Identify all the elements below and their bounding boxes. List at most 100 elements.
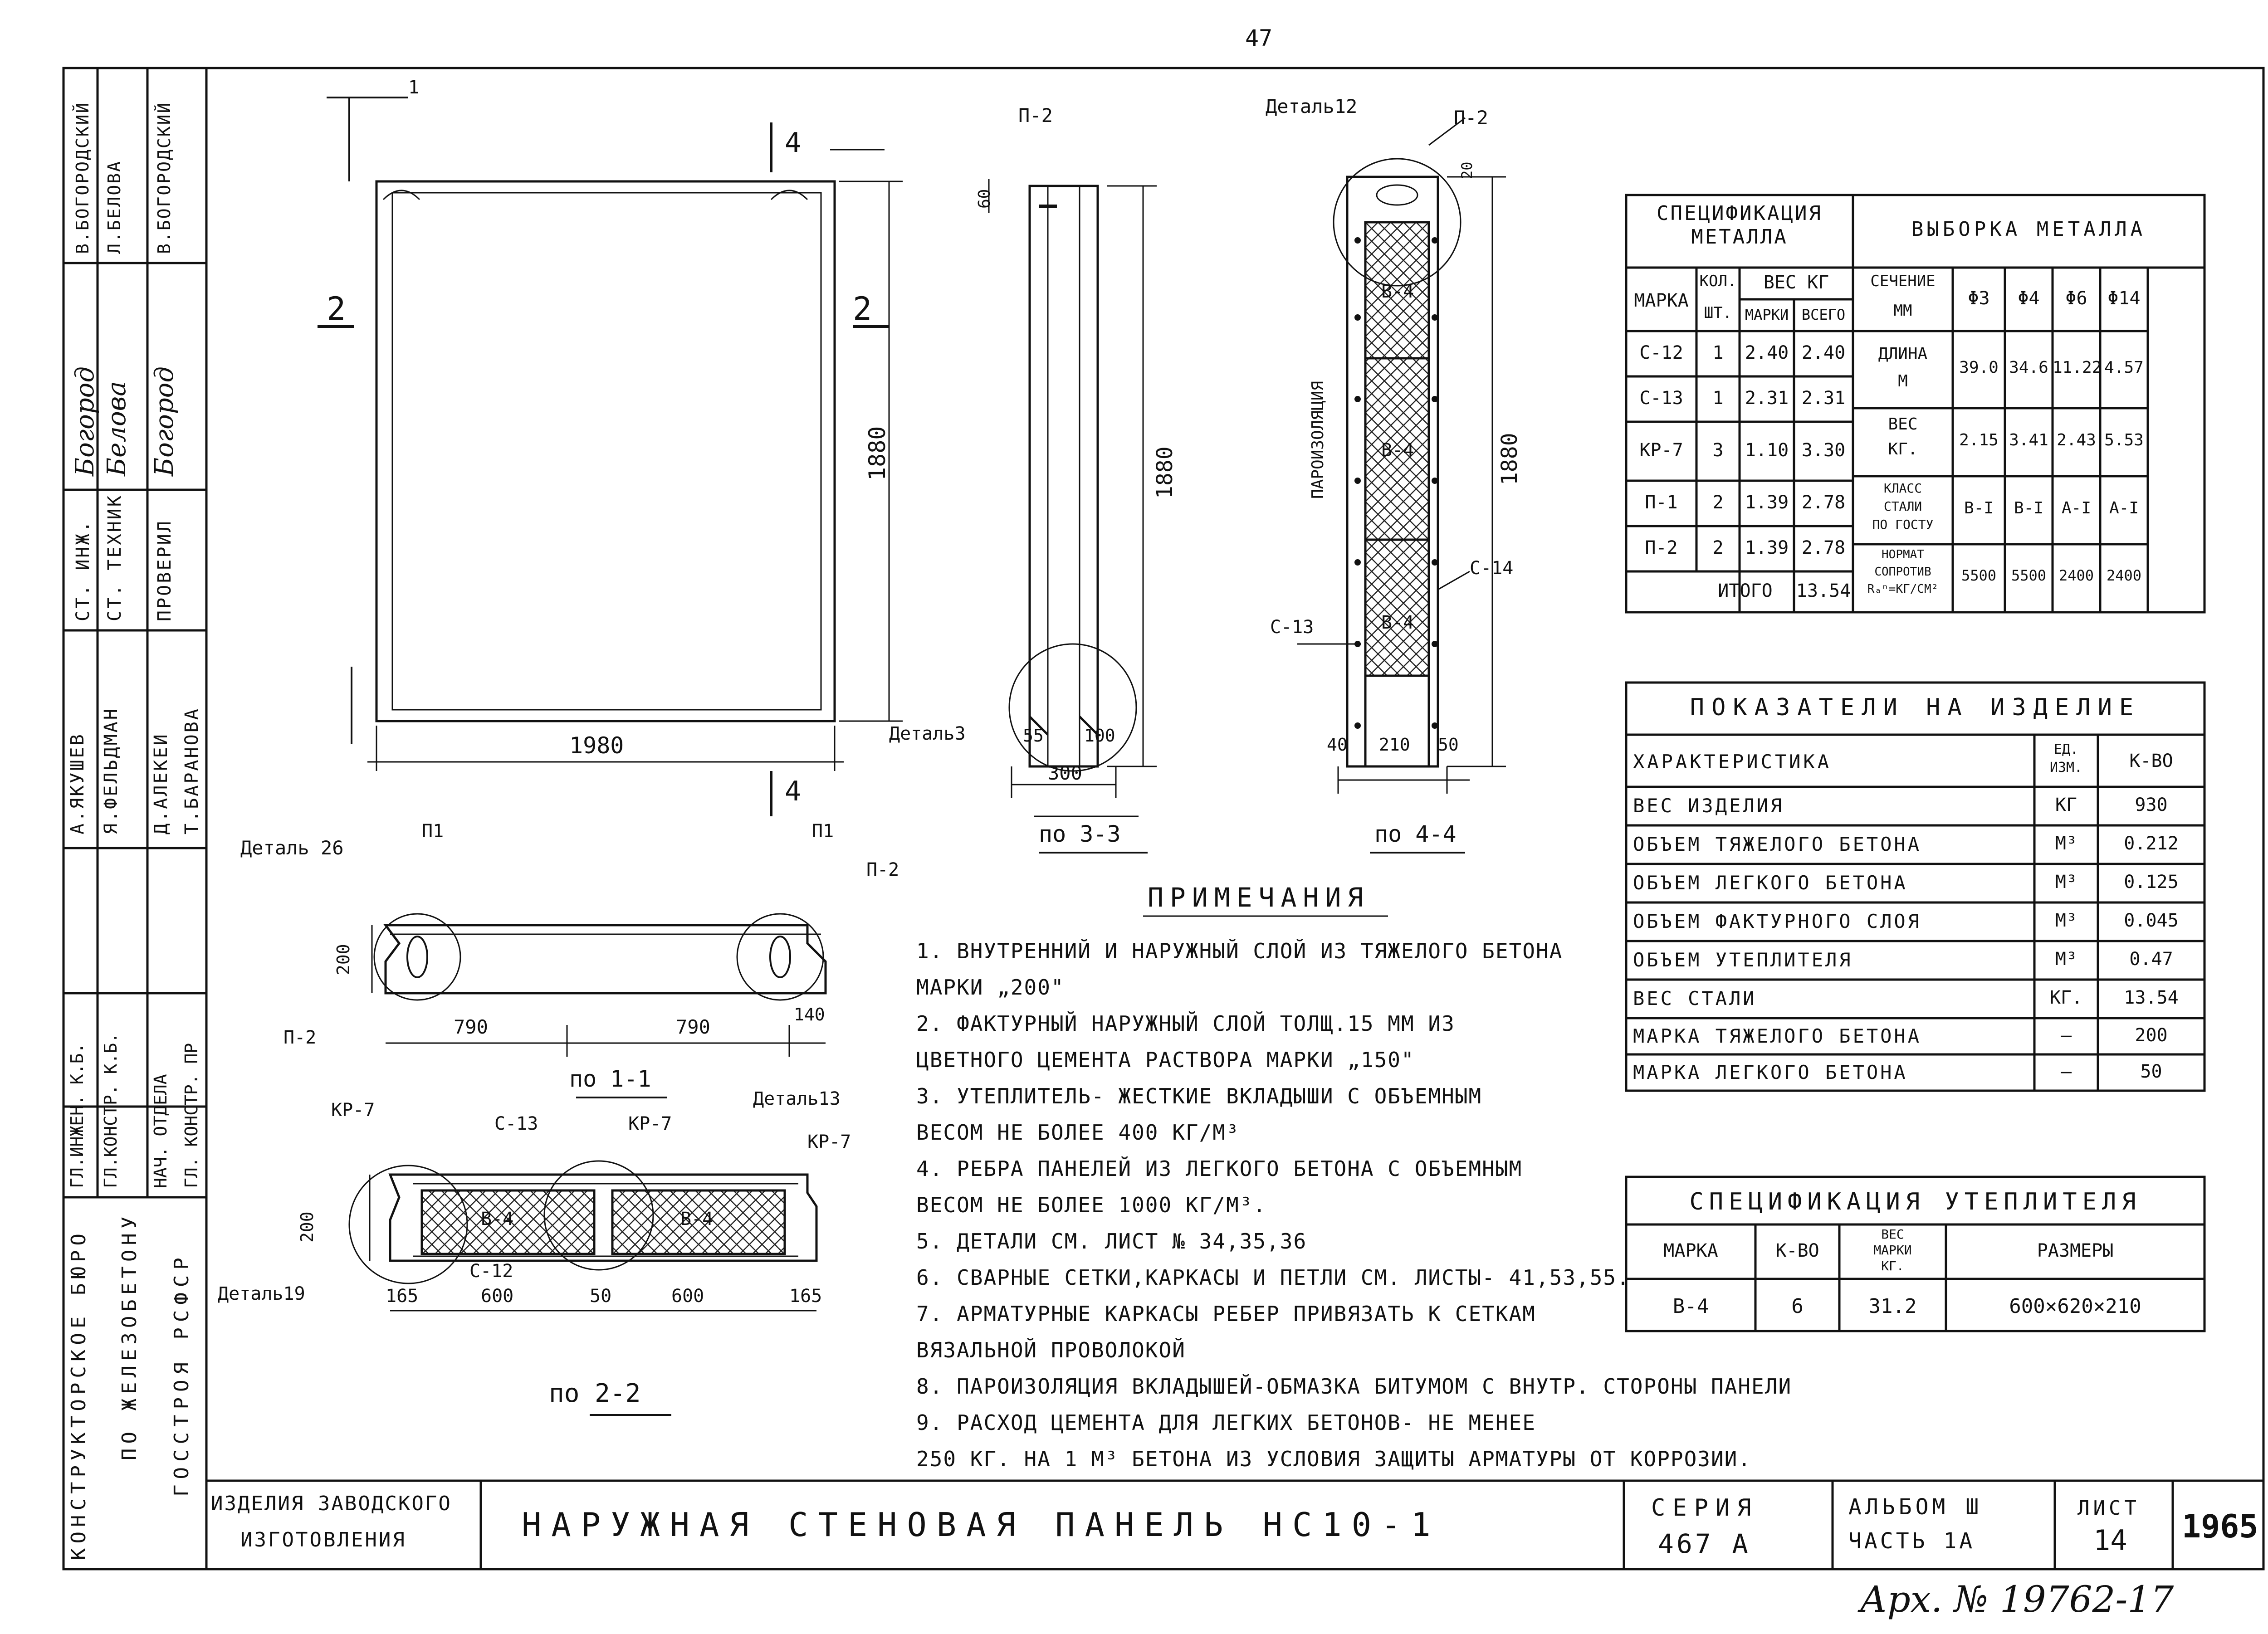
metal-sample-cell: 2.43	[2057, 431, 2096, 449]
metal-sample-cell: 2.15	[1959, 431, 1999, 449]
role-right-3: ПРОВЕРИЛ	[154, 519, 175, 621]
insulation-spec-h-weight-1: ВЕС	[1881, 1227, 1904, 1242]
indicators-row-label: ВЕС ИЗДЕЛИЯ	[1633, 795, 1784, 817]
spec-metal-h-wtotal: ВСЕГО	[1801, 306, 1846, 323]
section-4-4-label: по 4-4	[1374, 821, 1457, 847]
s22-kp7-a: КР-7	[331, 1100, 375, 1121]
metal-sample-cell: 5500	[1961, 567, 1997, 584]
s33-dim-60: 60	[975, 189, 994, 209]
s44-dim-40: 40	[1327, 735, 1348, 755]
cut-4-bottom: 4	[785, 776, 802, 807]
metal-sample-cell: 3.41	[2009, 431, 2048, 449]
section-4-4-drawing	[1297, 117, 1506, 854]
page-number: 47	[1245, 25, 1273, 51]
role-left-3: НАЧ. ОТДЕЛА	[151, 1074, 171, 1188]
spec-metal-h-qty-2: ШТ.	[1704, 304, 1732, 322]
note-line: 6. СВАРНЫЕ СЕТКИ,КАРКАСЫ И ПЕТЛИ СМ. ЛИС…	[916, 1265, 1630, 1290]
spec-metal-cell: 2	[1712, 537, 1724, 558]
cut-2-right: 2	[853, 290, 872, 327]
s11-p1-right: П1	[812, 821, 834, 842]
name-left-2: Я.ФЕЛЬДМАН	[101, 707, 122, 834]
indicators-row-value: 50	[2140, 1061, 2162, 1082]
indicators-row-unit: КГ	[2055, 795, 2077, 815]
metal-sample-cell: 5500	[2011, 567, 2047, 584]
s44-c14-label: С-14	[1470, 558, 1514, 579]
note-line: 5. ДЕТАЛИ СМ. ЛИСТ № 34,35,36	[916, 1229, 1307, 1254]
note-line: ЦВЕТНОГО ЦЕМЕНТА РАСТВОРА МАРКИ „150"	[916, 1048, 1415, 1072]
spec-metal-total-value: 13.54	[1796, 580, 1851, 601]
spec-metal-cell: С-12	[1639, 342, 1683, 363]
metal-sample-length-1: ДЛИНА	[1878, 345, 1928, 363]
note-line: 2. ФАКТУРНЫЙ НАРУЖНЫЙ СЛОЙ ТОЛЩ.15 ММ ИЗ	[916, 1011, 1455, 1036]
spec-metal-total-label: ИТОГО	[1718, 580, 1773, 601]
signature-right-1: Богород	[70, 366, 100, 476]
spec-metal-cell: 3.30	[1801, 440, 1846, 461]
notes-title: ПРИМЕЧАНИЯ	[1148, 882, 1370, 913]
indicators-row-label: ОБЪЕМ УТЕПЛИТЕЛЯ	[1633, 949, 1853, 971]
spec-metal-cell: П-2	[1645, 537, 1678, 558]
indicators-title: ПОКАЗАТЕЛИ НА ИЗДЕЛИЕ	[1690, 694, 2141, 721]
table-grids	[1143, 194, 2206, 1332]
spec-metal-h-mark: МАРКА	[1634, 290, 1689, 311]
org-line-1: КОНСТРУКТОРСКОЕ БЮРО	[67, 1229, 90, 1560]
section-1-1-drawing	[371, 913, 827, 1098]
album-label: АЛЬБОМ Ш	[1848, 1494, 1983, 1520]
indicators-row-value: 0.212	[2124, 833, 2179, 854]
indicators-row-label: ВЕС СТАЛИ	[1633, 987, 1757, 1010]
metal-sample-cell: 2400	[2106, 567, 2142, 584]
indicators-row-value: 0.125	[2124, 872, 2179, 893]
indicators-row-label: МАРКА ТЯЖЕЛОГО БЕТОНА	[1633, 1025, 1922, 1047]
metal-sample-norm-2: СОПРОТИВ	[1874, 565, 1931, 579]
metal-sample-cell: 2400	[2058, 567, 2094, 584]
indicators-row-label: ОБЪЕМ ЛЕГКОГО БЕТОНА	[1633, 872, 1908, 894]
album-part: ЧАСТЬ 1А	[1848, 1528, 1975, 1554]
elevation-width-dim: 1980	[569, 732, 624, 759]
indicators-row-unit: —	[2060, 1061, 2072, 1082]
s22-c12: С-12	[469, 1261, 513, 1282]
s33-p2-label: П-2	[1018, 104, 1053, 127]
metal-sample-cell: 39.0	[1959, 358, 1999, 377]
s44-insul-1: В-4	[1381, 281, 1414, 302]
role-left-4: ГЛ. КОНСТР. ПР	[181, 1043, 201, 1188]
note-line: 8. ПАРОИЗОЛЯЦИЯ ВКЛАДЫШЕЙ-ОБМАЗКА БИТУМО…	[916, 1374, 1792, 1399]
s33-dim-300: 300	[1048, 762, 1082, 784]
org-line-3: ГОССТРОЯ РСФСР	[170, 1252, 193, 1497]
spec-metal-cell: 2	[1712, 492, 1724, 513]
role-left-1: ГЛ.ИНЖЕН. К.Б.	[67, 1043, 87, 1188]
s22-kp7-c: КР-7	[807, 1132, 851, 1152]
note-line: МАРКИ „200"	[916, 975, 1065, 1000]
metal-sample-cell: В-I	[1964, 499, 1994, 517]
spec-metal-cell: 2.40	[1745, 342, 1789, 363]
spec-metal-cell: 1.10	[1745, 440, 1789, 461]
s44-detail-label: Деталь12	[1266, 95, 1358, 117]
s44-p2-label: П-2	[1454, 107, 1488, 129]
note-line: 3. УТЕПЛИТЕЛЬ- ЖЕСТКИЕ ВКЛАДЫШИ С ОБЪЕМН…	[916, 1084, 1482, 1108]
s11-p2-left: П-2	[284, 1027, 317, 1048]
indicators-row-value: 0.045	[2124, 910, 2179, 931]
section-3-3-label: по 3-3	[1039, 821, 1121, 847]
metal-sample-title: ВЫБОРКА МЕТАЛЛА	[1911, 218, 2146, 241]
cut-4-top: 4	[785, 127, 802, 159]
spec-metal-cell: 1.39	[1745, 492, 1789, 513]
insulation-spec-h-mark: МАРКА	[1663, 1240, 1718, 1261]
metal-sample-cell: 11.22	[2053, 358, 2102, 377]
s44-insul-2: В-4	[1381, 440, 1414, 461]
name-right-2: Л.БЕЛОВА	[104, 160, 124, 254]
indicators-row-label: ОБЪЕМ ТЯЖЕЛОГО БЕТОНА	[1633, 833, 1922, 855]
s44-insul-3: В-4	[1381, 612, 1414, 633]
elevation-height-dim: 1880	[864, 426, 890, 481]
s11-dim-790-b: 790	[676, 1016, 710, 1038]
spec-metal-h-weight: ВЕС КГ	[1763, 272, 1829, 293]
year: 1965	[2182, 1508, 2258, 1545]
indicators-row-value: 930	[2135, 795, 2168, 815]
spec-metal-cell: 2.78	[1801, 492, 1846, 513]
spec-metal-cell: П-1	[1645, 492, 1678, 513]
note-line: 7. АРМАТУРНЫЕ КАРКАСЫ РЕБЕР ПРИВЯЗАТЬ К …	[916, 1302, 1536, 1326]
indicators-h-char: ХАРАКТЕРИСТИКА	[1633, 751, 1832, 773]
s22-dim-165-b: 165	[789, 1286, 822, 1307]
name-right-3: В.БОГОРОДСКИЙ	[154, 101, 174, 254]
s33-dim-55: 55	[1023, 726, 1044, 746]
metal-sample-class-1: КЛАСС	[1883, 481, 1922, 496]
spec-metal-cell: 2.40	[1801, 342, 1846, 363]
